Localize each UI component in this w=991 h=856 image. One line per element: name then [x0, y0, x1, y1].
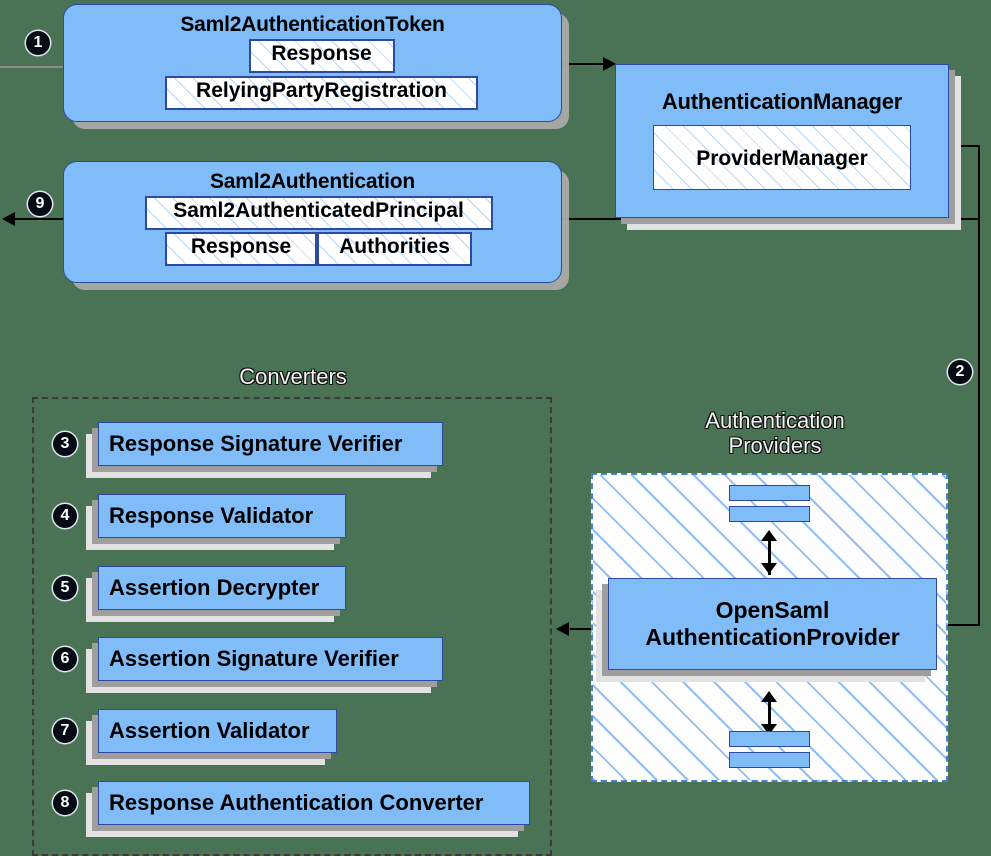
connector-manager-right — [948, 145, 980, 147]
providers-group-label-line1: Authentication — [705, 408, 845, 433]
converter-response-validator: Response Validator — [98, 494, 346, 538]
connector-manager-to-authentication — [560, 218, 980, 220]
connector-provider-top — [768, 535, 771, 575]
provider-stub-bar-bottom-2 — [729, 752, 810, 768]
connector-input-step1 — [0, 66, 70, 68]
manager-field-provider-manager: ProviderManager — [653, 125, 911, 190]
authentication-box-title: Saml2Authentication — [209, 170, 416, 193]
converter-response-signature-verifier: Response Signature Verifier — [98, 422, 443, 466]
converter-assertion-signature-verifier: Assertion Signature Verifier — [98, 637, 443, 681]
provider-stub-bar-top-2 — [729, 506, 810, 522]
token-box-title: Saml2AuthenticationToken — [180, 13, 445, 36]
converters-group-boundary — [32, 397, 552, 856]
provider-box-line2: AuthenticationProvider — [645, 624, 900, 650]
converter-assertion-decrypter: Assertion Decrypter — [98, 566, 346, 610]
connector-provider-to-converters — [570, 628, 610, 630]
provider-stub-bar-top-1 — [729, 485, 810, 501]
converters-group-label: Converters — [239, 364, 347, 389]
saml2-authentication-box: Saml2Authentication Saml2AuthenticatedPr… — [63, 161, 562, 283]
arrowhead-authentication-out — [2, 212, 15, 226]
step-badge-5: 5 — [53, 576, 77, 600]
provider-box-line1: OpenSaml — [715, 596, 830, 623]
token-field-response: Response — [248, 39, 395, 73]
authentication-manager-box: AuthenticationManager ProviderManager — [615, 64, 949, 218]
provider-stub-bar-bottom-1 — [729, 731, 810, 747]
authentication-field-principal: Saml2AuthenticatedPrincipal — [144, 196, 493, 230]
provider-box-text: OpenSaml AuthenticationProvider — [645, 597, 899, 651]
converter-response-authentication-converter: Response Authentication Converter — [98, 781, 530, 825]
token-field-relying-party-registration: RelyingPartyRegistration — [165, 76, 478, 110]
step-badge-2: 2 — [948, 360, 972, 384]
arrowhead-provider-bottom-down — [761, 724, 777, 735]
step-badge-8: 8 — [53, 791, 77, 815]
step-badge-6: 6 — [53, 647, 77, 671]
saml2-authentication-token-box: Saml2AuthenticationToken Response Relyin… — [63, 4, 562, 122]
step-badge-1: 1 — [26, 31, 50, 55]
connector-into-provider — [940, 624, 980, 626]
manager-box-title: AuthenticationManager — [661, 89, 903, 114]
step-badge-7: 7 — [53, 719, 77, 743]
arrowhead-provider-top-down — [761, 563, 777, 574]
arrowhead-provider-to-converters — [556, 622, 569, 636]
step-badge-4: 4 — [53, 504, 77, 528]
connector-token-to-manager — [560, 63, 615, 65]
arrowhead-provider-top-up — [761, 530, 777, 541]
connector-authentication-out — [14, 218, 74, 220]
connector-provider-bottom — [768, 696, 771, 736]
arrowhead-token-to-manager — [603, 57, 616, 71]
converter-assertion-validator: Assertion Validator — [98, 709, 337, 753]
step-badge-3: 3 — [53, 432, 77, 456]
authentication-field-authorities: Authorities — [317, 232, 472, 266]
providers-group-label: Authentication Providers — [655, 408, 895, 459]
opensaml-authentication-provider-box: OpenSaml AuthenticationProvider — [608, 578, 937, 670]
authentication-field-response: Response — [165, 232, 317, 266]
arrowhead-provider-bottom-up — [761, 691, 777, 702]
step-badge-9: 9 — [28, 192, 52, 216]
connector-manager-down — [978, 145, 980, 625]
providers-group-label-line2: Providers — [728, 433, 822, 459]
